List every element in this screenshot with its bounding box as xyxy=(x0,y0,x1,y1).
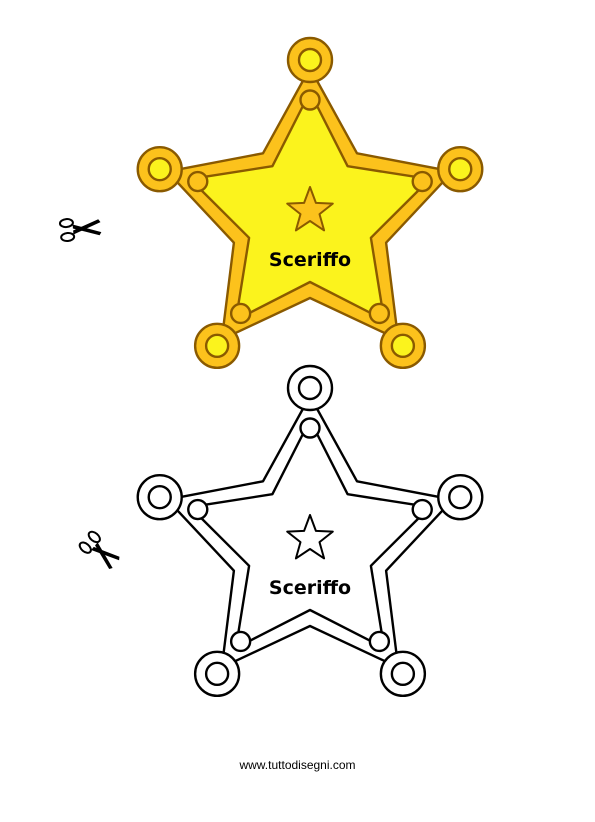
badge-tip-ring xyxy=(147,484,172,510)
site-url: www.tuttodisegni.com xyxy=(239,758,356,772)
small-star-icon xyxy=(286,514,334,560)
badge-tip-ring xyxy=(448,156,473,182)
badge-tip-ring xyxy=(390,333,416,359)
badge-rivet xyxy=(299,89,321,111)
badge-tip-ring xyxy=(297,47,323,73)
badge-rivet xyxy=(229,630,252,653)
badge-label: Sceriffo xyxy=(269,577,351,599)
badge-tip-ring xyxy=(297,375,323,401)
scissors-icon xyxy=(58,215,103,243)
badge-rivet xyxy=(299,417,321,439)
badge-rivet xyxy=(187,170,209,193)
badge-tip-ring xyxy=(390,661,416,687)
badge-tip-ring xyxy=(204,333,230,359)
badge-tip-ring xyxy=(448,484,473,510)
sheriff-badge-colored: Sceriffo xyxy=(136,36,484,370)
badge-rivet xyxy=(411,498,433,521)
sheriff-badge-outline: Sceriffo xyxy=(136,364,484,698)
badge-tip-ring xyxy=(147,156,172,182)
badge-rivet xyxy=(411,170,433,193)
badge-label: Sceriffo xyxy=(269,249,351,271)
badge-rivet xyxy=(368,630,391,653)
badge-rivet xyxy=(229,302,252,325)
badge-rivet xyxy=(368,302,391,325)
small-star-icon xyxy=(286,186,334,232)
badge-rivet xyxy=(187,498,209,521)
scissors-icon xyxy=(76,528,124,574)
badge-tip-ring xyxy=(204,661,230,687)
